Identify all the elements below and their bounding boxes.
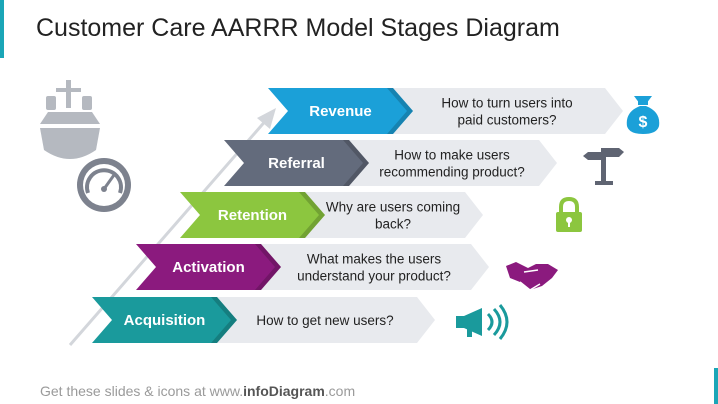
stage-chevron-acquisition — [92, 297, 237, 343]
stage-row-revenue: Revenue How to turn users into paid custom… — [268, 88, 623, 134]
question-box-activation — [257, 244, 489, 290]
stage-chevron-fold-retention — [299, 192, 325, 238]
megaphone-icon — [456, 304, 509, 340]
page-title: Customer Care AARRR Model Stages Diagram — [36, 14, 560, 42]
question-box-referral — [345, 140, 557, 186]
question-text-retention: Why are users coming back? — [326, 200, 460, 232]
question-text-revenue: How to turn users into paid customers? — [441, 96, 572, 128]
question-line: paid customers? — [457, 113, 556, 128]
stage-chevron-fold-revenue — [387, 88, 413, 134]
question-box-revenue — [389, 88, 623, 134]
question-line: What makes the users — [307, 252, 442, 267]
question-line: How to get new users? — [256, 313, 393, 328]
stage-chevron-retention — [180, 192, 325, 238]
question-line: Why are users coming — [326, 200, 460, 215]
footer-suffix: .com — [324, 383, 356, 399]
speedometer-icon — [77, 158, 131, 212]
question-line: understand your product? — [297, 269, 451, 284]
svg-text:$: $ — [639, 114, 648, 131]
question-line: recommending product? — [379, 165, 525, 180]
right-accent-bar — [714, 368, 718, 404]
stage-label-revenue: Revenue — [309, 103, 372, 120]
left-accent-bar — [0, 0, 4, 58]
question-text-activation: What makes the users understand your prod… — [297, 252, 451, 284]
question-line: back? — [375, 217, 411, 232]
stage-row-referral: Referral How to make users recommending pr… — [224, 140, 557, 186]
stage-chevron-fold-acquisition — [211, 297, 237, 343]
question-text-acquisition: How to get new users? — [256, 313, 393, 328]
stage-chevron-fold-activation — [255, 244, 281, 290]
signpost-icon — [583, 148, 624, 185]
stage-label-activation: Activation — [172, 259, 245, 276]
money-bag-icon: $ — [626, 96, 660, 134]
question-box-retention — [301, 192, 483, 238]
footer-prefix: Get these slides & icons at www. — [40, 383, 244, 399]
stage-label-retention: Retention — [218, 207, 287, 224]
question-text-referral: How to make users recommending product? — [379, 148, 525, 180]
handshake-icon — [506, 262, 558, 291]
question-line: How to turn users into — [441, 96, 572, 111]
padlock-icon — [556, 196, 582, 232]
footer: Get these slides & icons at www.infoDiag… — [40, 383, 355, 399]
stage-row-acquisition: Acquisition How to get new users? — [92, 297, 435, 343]
stage-row-activation: Activation What makes the users understand… — [136, 244, 489, 290]
stage-row-retention: Retention Why are users coming back? — [180, 192, 483, 238]
stage-label-acquisition: Acquisition — [124, 312, 206, 329]
question-line: How to make users — [394, 148, 510, 163]
stage-chevron-revenue — [268, 88, 413, 134]
stage-label-referral: Referral — [268, 155, 325, 172]
stage-chevron-fold-referral — [343, 140, 369, 186]
stage-chevron-referral — [224, 140, 369, 186]
ship-icon — [40, 80, 100, 159]
footer-brand: infoDiagram — [243, 383, 325, 399]
question-box-acquisition — [213, 297, 435, 343]
stage-chevron-activation — [136, 244, 281, 290]
